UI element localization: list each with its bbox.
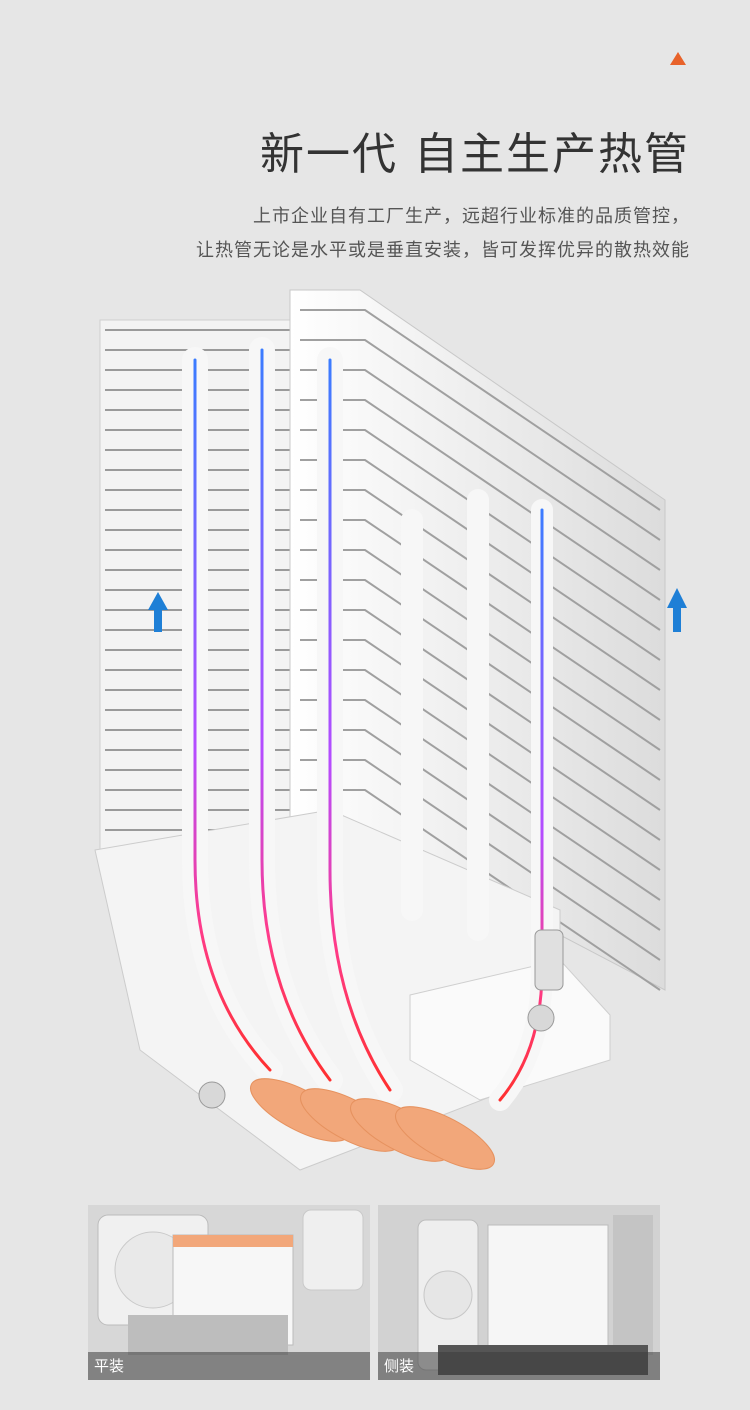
triangle-marker-icon	[670, 52, 686, 65]
subtitle-line-2: 让热管无论是水平或是垂直安装，皆可发挥优异的散热效能	[196, 240, 690, 261]
horizontal-install-image	[88, 1205, 370, 1380]
airflow-arrow-icon	[148, 588, 687, 632]
vertical-install-label: 侧装	[378, 1352, 660, 1380]
subtitle-line-1: 上市企业自有工厂生产，远超行业标准的品质管控，	[253, 206, 690, 227]
vertical-install-image	[378, 1205, 660, 1380]
mounting-screws	[198, 929, 564, 1109]
page-title: 新一代 自主生产热管	[260, 129, 690, 180]
page-subtitle: 上市企业自有工厂生产，远超行业标准的品质管控， 让热管无论是水平或是垂直安装，皆…	[196, 200, 690, 268]
horizontal-install-label: 平装	[88, 1352, 370, 1380]
cpu-cooler-illustration	[94, 289, 687, 1171]
photo-horizontal-install: 平装	[88, 1205, 370, 1380]
heatpipe-tips	[250, 1078, 495, 1170]
photo-vertical-install: 侧装	[378, 1205, 660, 1380]
